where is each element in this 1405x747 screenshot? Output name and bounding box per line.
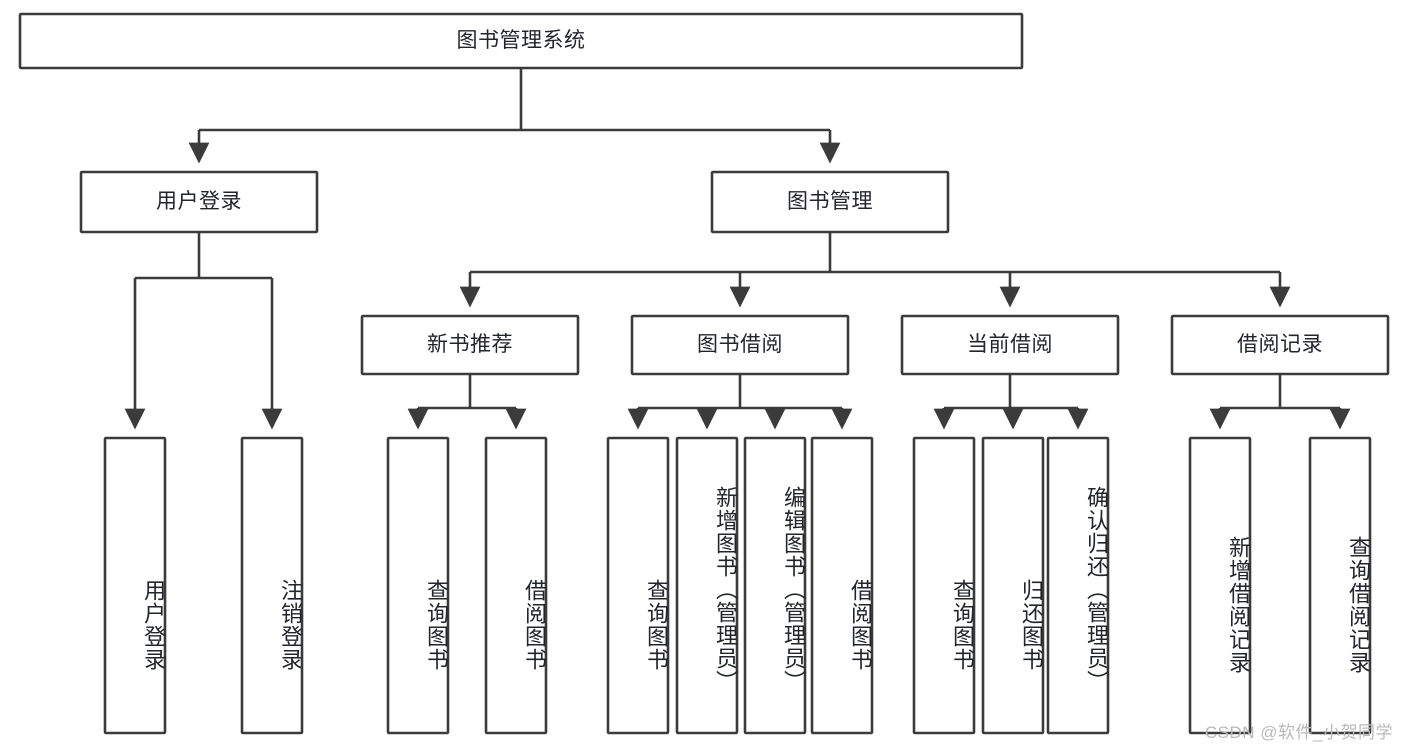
node-box-user-login[interactable]	[79, 170, 319, 234]
node-box-book-borrow[interactable]	[630, 314, 850, 376]
node-box-leaf-borrow-book-1[interactable]	[484, 436, 548, 735]
node-box-leaf-add-record[interactable]	[1188, 436, 1252, 735]
node-box-leaf-confirm-return[interactable]	[1046, 436, 1110, 735]
node-box-book-manage[interactable]	[710, 170, 950, 234]
node-box-leaf-query-book-1[interactable]	[386, 436, 450, 735]
node-box-leaf-logout[interactable]	[240, 436, 304, 735]
node-box-root[interactable]	[18, 12, 1024, 70]
node-box-leaf-user-login[interactable]	[103, 436, 167, 735]
node-box-leaf-query-book-2[interactable]	[606, 436, 670, 735]
watermark-text: CSDN @软件_小贺同学	[1204, 723, 1393, 742]
node-box-current-borrow[interactable]	[900, 314, 1120, 376]
node-box-leaf-borrow-book-2[interactable]	[810, 436, 874, 735]
node-box-leaf-return-book[interactable]	[981, 436, 1045, 735]
node-box-leaf-query-record[interactable]	[1308, 436, 1372, 735]
node-box-leaf-query-book-3[interactable]	[912, 436, 976, 735]
node-box-new-book-rec[interactable]	[360, 314, 580, 376]
node-box-leaf-edit-book[interactable]	[743, 436, 807, 735]
node-box-borrow-record[interactable]	[1170, 314, 1390, 376]
node-box-leaf-add-book[interactable]	[675, 436, 739, 735]
